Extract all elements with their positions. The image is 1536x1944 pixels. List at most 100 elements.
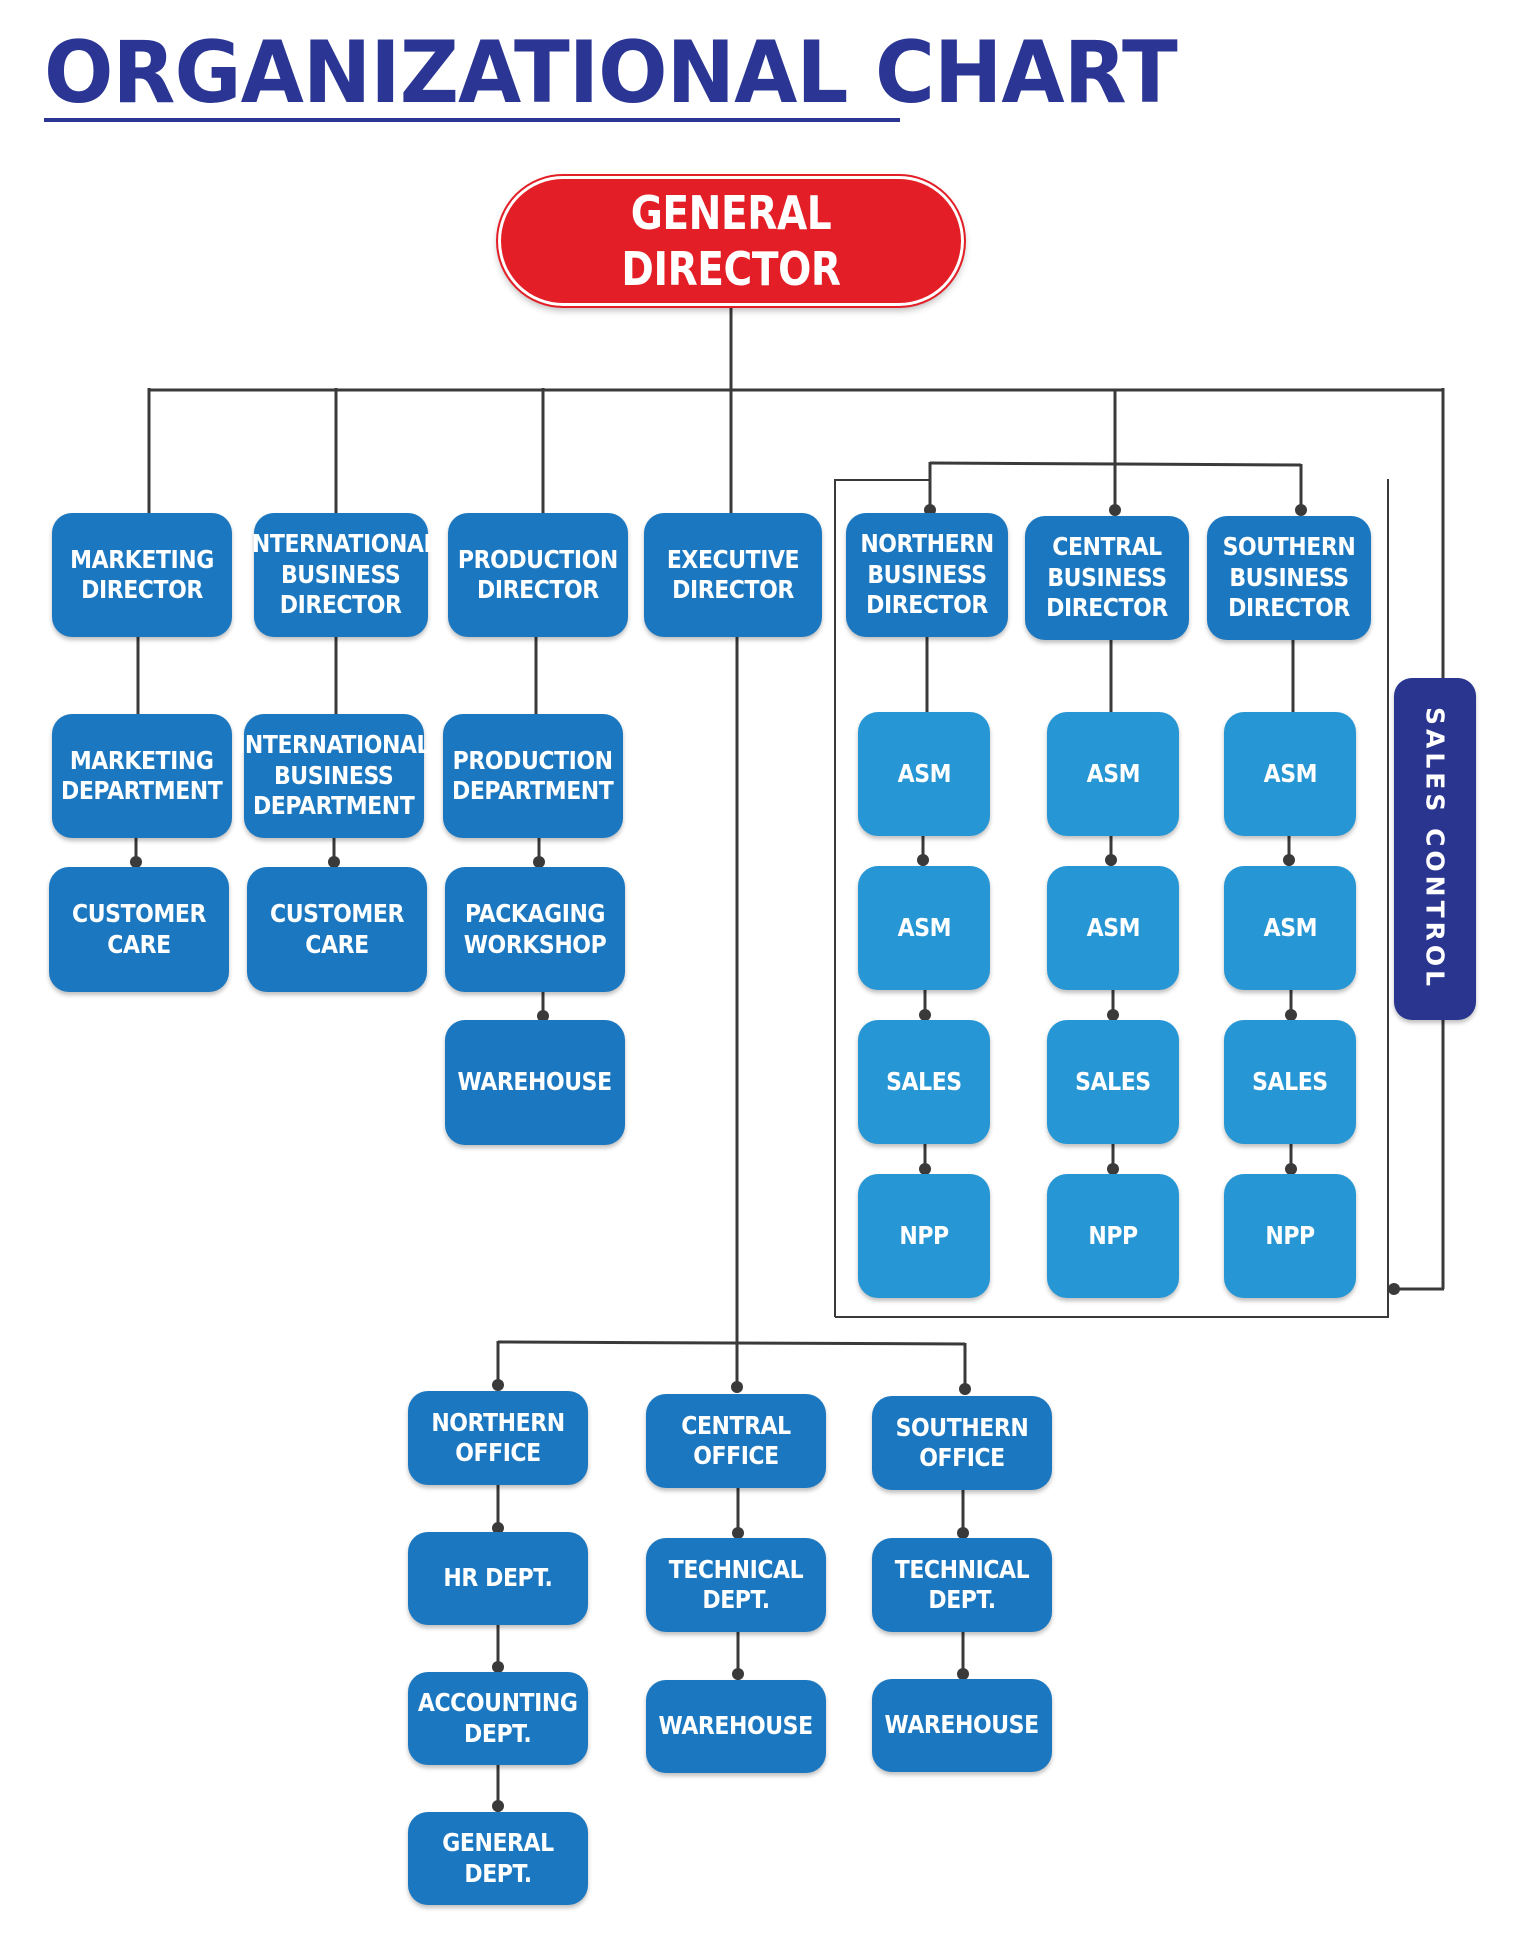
southern-business-director-box: SOUTHERN BUSINESS DIRECTOR bbox=[1207, 516, 1371, 640]
connector-dot bbox=[731, 1381, 743, 1393]
northern-business-director-box: NORTHERN BUSINESS DIRECTOR bbox=[846, 513, 1008, 637]
executive-director-label: EXECUTIVE DIRECTOR bbox=[666, 544, 800, 605]
general-director-box: GENERAL DIRECTOR bbox=[496, 174, 966, 308]
general-dept-label: GENERAL DEPT. bbox=[442, 1828, 554, 1888]
connector-dot bbox=[328, 856, 340, 868]
asm-label: ASM bbox=[897, 758, 951, 788]
connector-dot bbox=[917, 854, 929, 866]
northern-office-box: NORTHERN OFFICE bbox=[408, 1391, 588, 1485]
connector-dot bbox=[1283, 854, 1295, 866]
international-business-director-box: INTERNATIONAL BUSINESS DIRECTOR bbox=[245, 513, 438, 637]
central-asm-1-box: ASM bbox=[1047, 712, 1179, 836]
connector-dot bbox=[959, 1383, 971, 1395]
warehouse-box: WAREHOUSE bbox=[872, 1679, 1052, 1772]
chart-title: ORGANIZATIONAL CHART bbox=[44, 23, 1178, 123]
hr-dept-label: HR DEPT. bbox=[443, 1563, 553, 1593]
packaging-workshop-box: PACKAGING WORKSHOP bbox=[445, 867, 625, 992]
north-npp-box: NPP bbox=[858, 1174, 990, 1298]
asm-label: ASM bbox=[897, 912, 951, 942]
npp-label: NPP bbox=[1265, 1220, 1315, 1250]
south-sales-box: SALES bbox=[1224, 1020, 1356, 1144]
connector-dot bbox=[1388, 1283, 1400, 1295]
international-business-department-box: INTERNATIONAL BUSINESS DEPARTMENT bbox=[238, 714, 431, 838]
asm-label: ASM bbox=[1086, 758, 1140, 788]
northern-office-label: NORTHERN OFFICE bbox=[431, 1407, 565, 1468]
sales-control-box: SALES CONTROL bbox=[1394, 678, 1476, 1020]
connector-dot bbox=[1109, 504, 1121, 516]
connector-dot bbox=[1107, 1009, 1119, 1021]
connector-dot bbox=[1295, 504, 1307, 516]
sales-label: SALES bbox=[886, 1066, 962, 1096]
connector bbox=[929, 461, 1302, 467]
packaging-workshop-label: PACKAGING WORKSHOP bbox=[463, 899, 607, 959]
international-business-department-label: INTERNATIONAL BUSINESS DEPARTMENT bbox=[237, 730, 431, 821]
general-dept-box: GENERAL DEPT. bbox=[408, 1812, 588, 1905]
international-business-director-label: INTERNATIONAL BUSINESS DIRECTOR bbox=[244, 529, 438, 620]
connector bbox=[497, 1340, 966, 1346]
asm-label: ASM bbox=[1086, 912, 1140, 942]
connector-dot bbox=[919, 1163, 931, 1175]
connector-dot bbox=[1285, 1163, 1297, 1175]
north-asm-1-box: ASM bbox=[858, 712, 990, 836]
npp-label: NPP bbox=[899, 1220, 949, 1250]
production-department-box: PRODUCTION DEPARTMENT bbox=[443, 714, 623, 838]
customer-care-box: CUSTOMER CARE bbox=[247, 867, 427, 992]
southern-business-director-label: SOUTHERN BUSINESS DIRECTOR bbox=[1222, 532, 1356, 623]
connector-dot bbox=[957, 1668, 969, 1680]
north-sales-box: SALES bbox=[858, 1020, 990, 1144]
central-office-box: CENTRAL OFFICE bbox=[646, 1394, 826, 1488]
connector-dot bbox=[492, 1379, 504, 1391]
central-npp-box: NPP bbox=[1047, 1174, 1179, 1298]
connector-dot bbox=[492, 1661, 504, 1673]
connector-dot bbox=[492, 1522, 504, 1534]
connector-dot bbox=[732, 1527, 744, 1539]
connector-dot bbox=[492, 1800, 504, 1812]
asm-label: ASM bbox=[1263, 912, 1317, 942]
connector-dot bbox=[732, 1668, 744, 1680]
sales-control-label: SALES CONTROL bbox=[1420, 707, 1450, 991]
connector-dot bbox=[1105, 854, 1117, 866]
asm-label: ASM bbox=[1263, 758, 1317, 788]
warehouse-label: WAREHOUSE bbox=[457, 1067, 613, 1097]
warehouse-box: WAREHOUSE bbox=[445, 1020, 625, 1145]
marketing-director-label: MARKETING DIRECTOR bbox=[70, 544, 214, 605]
executive-director-box: EXECUTIVE DIRECTOR bbox=[644, 513, 822, 637]
connector-dot bbox=[957, 1527, 969, 1539]
south-asm-1-box: ASM bbox=[1224, 712, 1356, 836]
customer-care-label: CUSTOMER CARE bbox=[72, 899, 206, 959]
connector-dot bbox=[919, 1009, 931, 1021]
connector-dot bbox=[533, 856, 545, 868]
warehouse-label: WAREHOUSE bbox=[658, 1711, 814, 1741]
sales-label: SALES bbox=[1075, 1066, 1151, 1096]
south-npp-box: NPP bbox=[1224, 1174, 1356, 1298]
central-office-label: CENTRAL OFFICE bbox=[681, 1410, 791, 1471]
south-asm-2-box: ASM bbox=[1224, 866, 1356, 990]
production-director-label: PRODUCTION DIRECTOR bbox=[458, 544, 618, 605]
southern-office-box: SOUTHERN OFFICE bbox=[872, 1396, 1052, 1490]
hr-dept-box: HR DEPT. bbox=[408, 1532, 588, 1625]
warehouse-label: WAREHOUSE bbox=[884, 1710, 1040, 1740]
warehouse-box: WAREHOUSE bbox=[646, 1680, 826, 1773]
central-asm-2-box: ASM bbox=[1047, 866, 1179, 990]
customer-care-label: CUSTOMER CARE bbox=[270, 899, 404, 959]
technical-dept-box: TECHNICAL DEPT. bbox=[872, 1538, 1052, 1632]
production-department-label: PRODUCTION DEPARTMENT bbox=[452, 745, 614, 806]
accounting-dept-label: ACCOUNTING DEPT. bbox=[418, 1688, 578, 1748]
connector-dot bbox=[537, 1010, 549, 1022]
north-asm-2-box: ASM bbox=[858, 866, 990, 990]
title-underline bbox=[44, 118, 900, 122]
marketing-department-box: MARKETING DEPARTMENT bbox=[52, 714, 232, 838]
technical-dept-label: TECHNICAL DEPT. bbox=[894, 1554, 1030, 1615]
connector-dot bbox=[1107, 1163, 1119, 1175]
technical-dept-box: TECHNICAL DEPT. bbox=[646, 1538, 826, 1632]
connector-dot bbox=[130, 856, 142, 868]
connector-dot bbox=[1285, 1009, 1297, 1021]
accounting-dept-box: ACCOUNTING DEPT. bbox=[408, 1672, 588, 1765]
central-business-director-label: CENTRAL BUSINESS DIRECTOR bbox=[1046, 532, 1168, 623]
general-director-label: GENERAL DIRECTOR bbox=[621, 185, 841, 296]
central-sales-box: SALES bbox=[1047, 1020, 1179, 1144]
central-business-director-box: CENTRAL BUSINESS DIRECTOR bbox=[1025, 516, 1189, 640]
sales-label: SALES bbox=[1252, 1066, 1328, 1096]
npp-label: NPP bbox=[1088, 1220, 1138, 1250]
marketing-director-box: MARKETING DIRECTOR bbox=[52, 513, 232, 637]
